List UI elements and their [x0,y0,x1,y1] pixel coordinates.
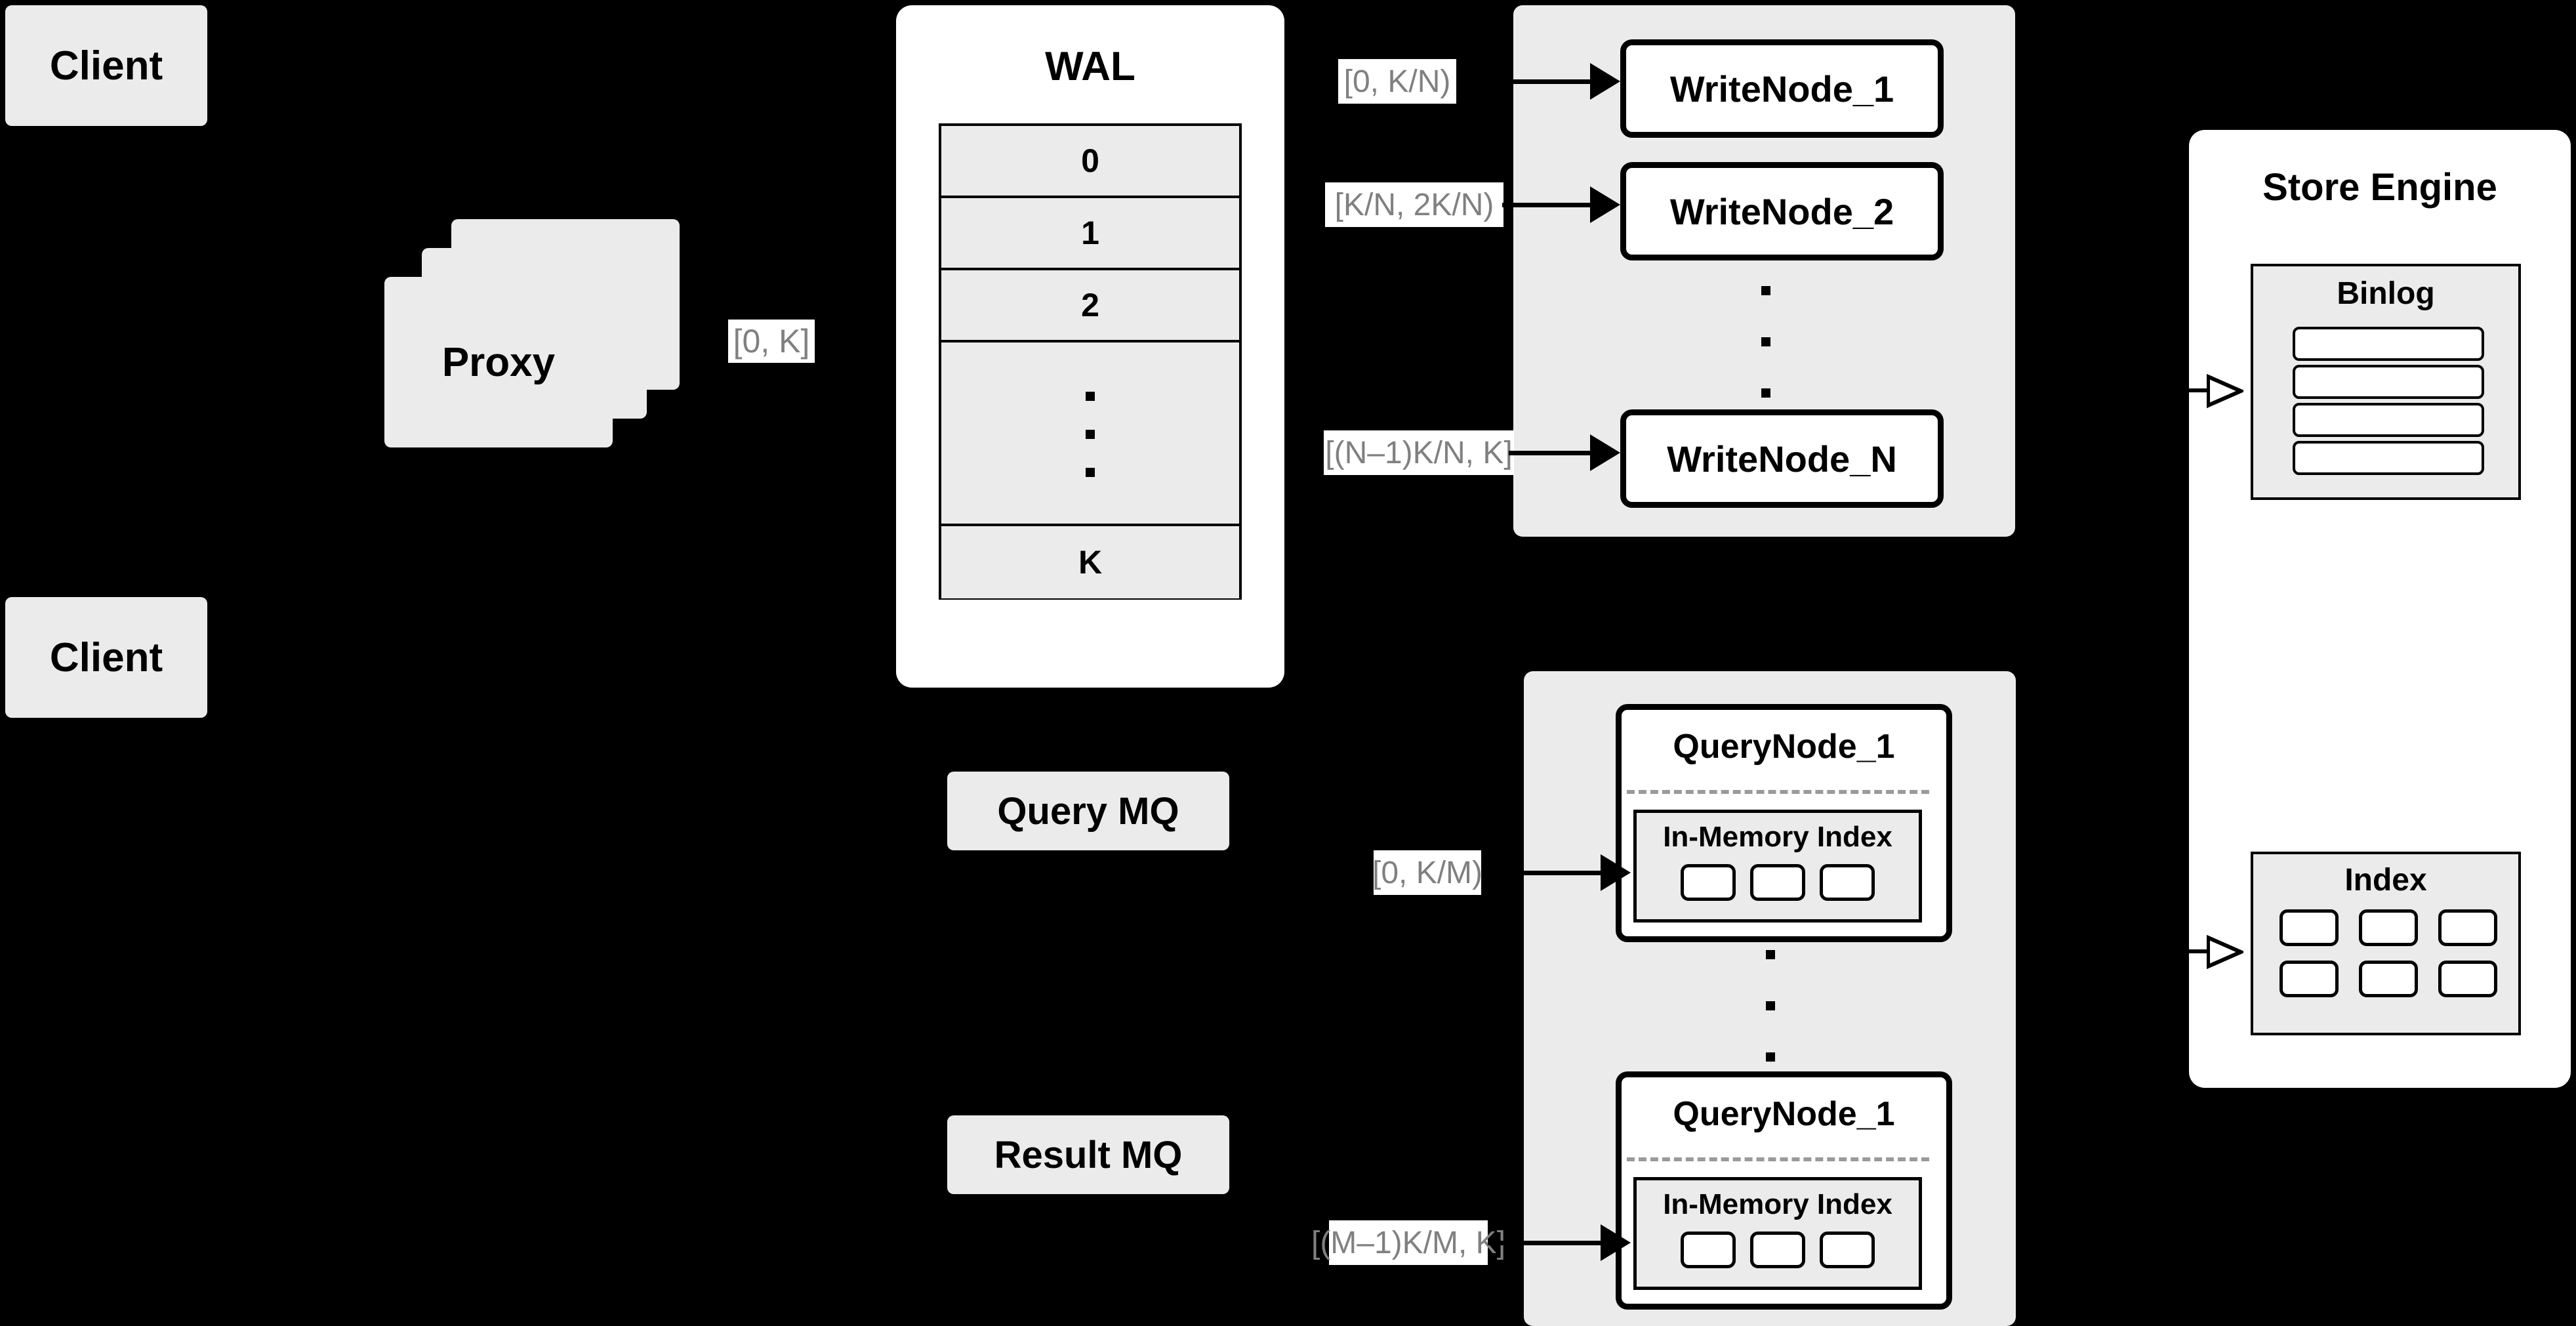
query-node-ellipsis-dots [1762,950,1779,1062]
index-cell[interactable] [2438,961,2497,997]
query-node-cluster: QueryNode_1 In-Memory Index QueryNode_1 … [1524,671,2016,1326]
index-arrow-head-icon [2207,934,2243,970]
write-node-1[interactable]: WriteNode_1 [1620,39,1944,138]
write-node-n-arrow-head [1590,434,1620,471]
wal-row-1[interactable]: 1 [941,198,1239,270]
index-cell[interactable] [2359,961,2418,997]
query-node-1-arrow-head [1601,854,1631,891]
store-engine-panel: Store Engine Binlog Index [2189,130,2571,1088]
client-label-2: Client [49,634,163,680]
write-node-n-label: WriteNode_N [1667,438,1897,480]
client-box-1[interactable]: Client [5,5,207,126]
binlog-row[interactable] [2293,327,2484,361]
wal-row-0[interactable]: 0 [941,126,1239,198]
query-node-1-arrow-line [1481,871,1606,875]
query-node-1-range-label: [0, K/M) [1372,850,1482,895]
query-node-1-label: QueryNode_1 [1673,728,1895,766]
write-node-n-range-label: [(N–1)K/N, K] [1324,430,1514,475]
wal-panel: WAL 0 1 2 K [896,5,1284,688]
client-label-1: Client [49,43,163,89]
query-node-1[interactable]: QueryNode_1 In-Memory Index [1616,704,1952,942]
query-node-m-range-label: [(M–1)K/M, K] [1311,1220,1505,1265]
wal-row-2[interactable]: 2 [941,270,1239,342]
store-engine-title: Store Engine [2262,166,2497,209]
query-mq-box[interactable]: Query MQ [947,772,1229,850]
wal-ellipsis-dots [1086,392,1095,477]
proxy-label: Proxy [441,339,556,385]
result-mq-label: Result MQ [994,1133,1183,1176]
binlog-row[interactable] [2293,441,2484,475]
index-title: Index [2344,863,2427,898]
write-node-2[interactable]: WriteNode_2 [1620,162,1944,260]
mem-index-cell[interactable] [1820,864,1875,901]
write-node-2-arrow-head [1590,186,1620,223]
index-cell[interactable] [2280,909,2339,946]
client-box-2[interactable]: Client [5,597,207,718]
mem-index-cell[interactable] [1820,1232,1875,1268]
query-node-m-mem-index-label: In-Memory Index [1663,1188,1892,1220]
wal-table: 0 1 2 K [939,123,1242,600]
binlog-arrow-head-icon [2207,373,2243,409]
query-mq-label: Query MQ [997,789,1179,833]
query-node-1-separator [1627,790,1929,794]
write-node-2-label: WriteNode_2 [1669,190,1894,232]
wal-title: WAL [1045,44,1135,89]
write-node-1-arrow-head [1590,63,1620,100]
binlog-row[interactable] [2293,365,2484,399]
write-node-cluster: WriteNode_1 WriteNode_2 WriteNode_N [1513,5,2015,537]
index-box: Index [2251,852,2521,1035]
index-cell[interactable] [2359,909,2418,946]
write-node-1-label: WriteNode_1 [1669,68,1894,110]
index-cell[interactable] [2280,961,2339,997]
mem-index-cell[interactable] [1681,864,1736,901]
write-node-n[interactable]: WriteNode_N [1620,409,1944,508]
write-node-1-arrow-line [1496,79,1594,84]
binlog-box: Binlog [2251,264,2521,500]
query-node-1-mem-index-label: In-Memory Index [1663,821,1892,853]
write-node-2-range-label: [K/N, 2K/N) [1325,182,1503,227]
query-node-m-arrow-head [1601,1224,1631,1261]
query-node-m-mem-index: In-Memory Index [1633,1177,1922,1290]
write-node-2-arrow-line [1502,203,1594,207]
write-node-1-range-label: [0, K/N) [1338,59,1456,104]
proxy-range-label: [0, K] [728,320,815,363]
query-node-1-mem-index: In-Memory Index [1633,810,1922,922]
result-mq-box[interactable]: Result MQ [947,1115,1229,1194]
mem-index-cell[interactable] [1681,1232,1736,1268]
mem-index-cell[interactable] [1750,864,1805,901]
query-node-m-arrow-line [1488,1241,1606,1245]
wal-row-ellipsis [941,342,1239,526]
mem-index-cell[interactable] [1750,1232,1805,1268]
binlog-row[interactable] [2293,403,2484,437]
write-node-ellipsis-dots [1757,286,1774,398]
binlog-title: Binlog [2337,276,2435,311]
proxy-card-front[interactable]: Proxy [384,277,613,447]
wal-row-k[interactable]: K [941,526,1239,598]
query-node-m-label: QueryNode_1 [1673,1095,1895,1133]
binlog-arrow-line [2184,388,2209,392]
query-node-m[interactable]: QueryNode_1 In-Memory Index [1616,1071,1952,1310]
index-cell[interactable] [2438,909,2497,946]
index-arrow-line [2184,949,2209,953]
query-node-m-separator [1627,1157,1929,1161]
write-node-n-arrow-line [1509,451,1594,455]
